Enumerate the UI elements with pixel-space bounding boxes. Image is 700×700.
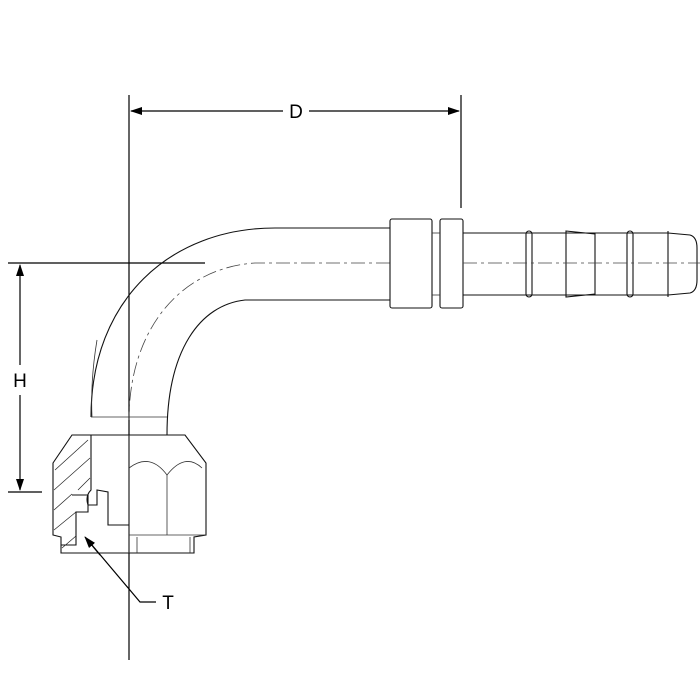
nut-section-bore [86,435,129,526]
nut-hatching [53,439,91,549]
bent-tube [90,227,390,436]
barb-ridge-1 [525,230,533,298]
tube-inner-wall [166,299,390,436]
dimension-t: T [84,536,174,614]
tube-centerline [128,262,390,421]
flange-ring-2 [439,218,464,309]
d-label: D [289,102,303,123]
swivel-nut [52,434,207,554]
h-label: H [13,371,27,392]
tube-outer-wall [90,227,390,418]
dimension-d: D [128,95,462,660]
t-label: T [162,593,174,614]
barb-ridge-3 [626,230,634,298]
barb-outline [463,232,698,296]
flanges [389,218,464,309]
nut-outline [52,434,207,554]
hose-barb [463,230,700,298]
t-arrow [84,536,101,556]
flange-ring-1 [389,218,433,309]
t-leader-line [85,537,156,603]
barb-ridge-2 [565,230,596,298]
nut-thread-profile [61,494,89,546]
nut-hex-chamfer [128,461,203,476]
tube-wall-section [91,339,98,418]
dimension-h: H [8,262,205,493]
